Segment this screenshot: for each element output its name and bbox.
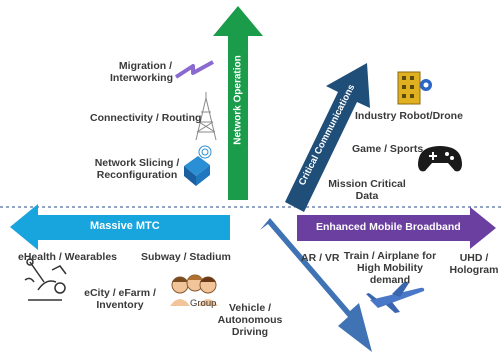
critical-communications-arrow [285,63,370,212]
gamepad-icon [418,146,462,172]
ev2x-arrow [260,218,372,352]
group-caption: Group [190,298,217,309]
factory-robot-icon [397,71,432,105]
network-device-icon [184,145,212,186]
tower-icon [195,92,217,141]
network-slicing-label: Network Slicing / Reconfiguration [94,157,180,181]
uhd-label: UHD / Hologram [449,252,499,276]
ar-vr-label: AR / VR [301,252,340,264]
migration-label: Migration / Interworking [110,60,174,84]
people-group-icon [170,274,218,306]
lightning-icon [174,60,214,79]
connectivity-label: Connectivity / Routing [90,112,202,124]
ecity-label: eCity / eFarm / Inventory [84,287,156,311]
embb-arrow [297,207,496,249]
subway-label: Subway / Stadium [141,251,231,263]
network-operation-label: Network Operation [232,55,244,145]
ehealth-label: eHealth / Wearables [18,251,118,263]
vehicle-label: Vehicle / Autonomous Driving [217,302,283,338]
industry-label: Industry Robot/Drone [355,110,463,122]
microscope-icon [24,258,67,301]
mission-critical-label: Mission Critical Data [328,178,406,202]
embb-label: Enhanced Mobile Broadband [316,221,461,233]
network-operation-arrow [213,6,263,200]
train-airplane-label: Train / Airplane for High Mobility deman… [343,250,437,286]
massive-mtc-arrow [10,204,230,250]
massive-mtc-label: Massive MTC [90,220,160,232]
airplane-icon [366,282,425,313]
game-label: Game / Sports [352,143,424,155]
